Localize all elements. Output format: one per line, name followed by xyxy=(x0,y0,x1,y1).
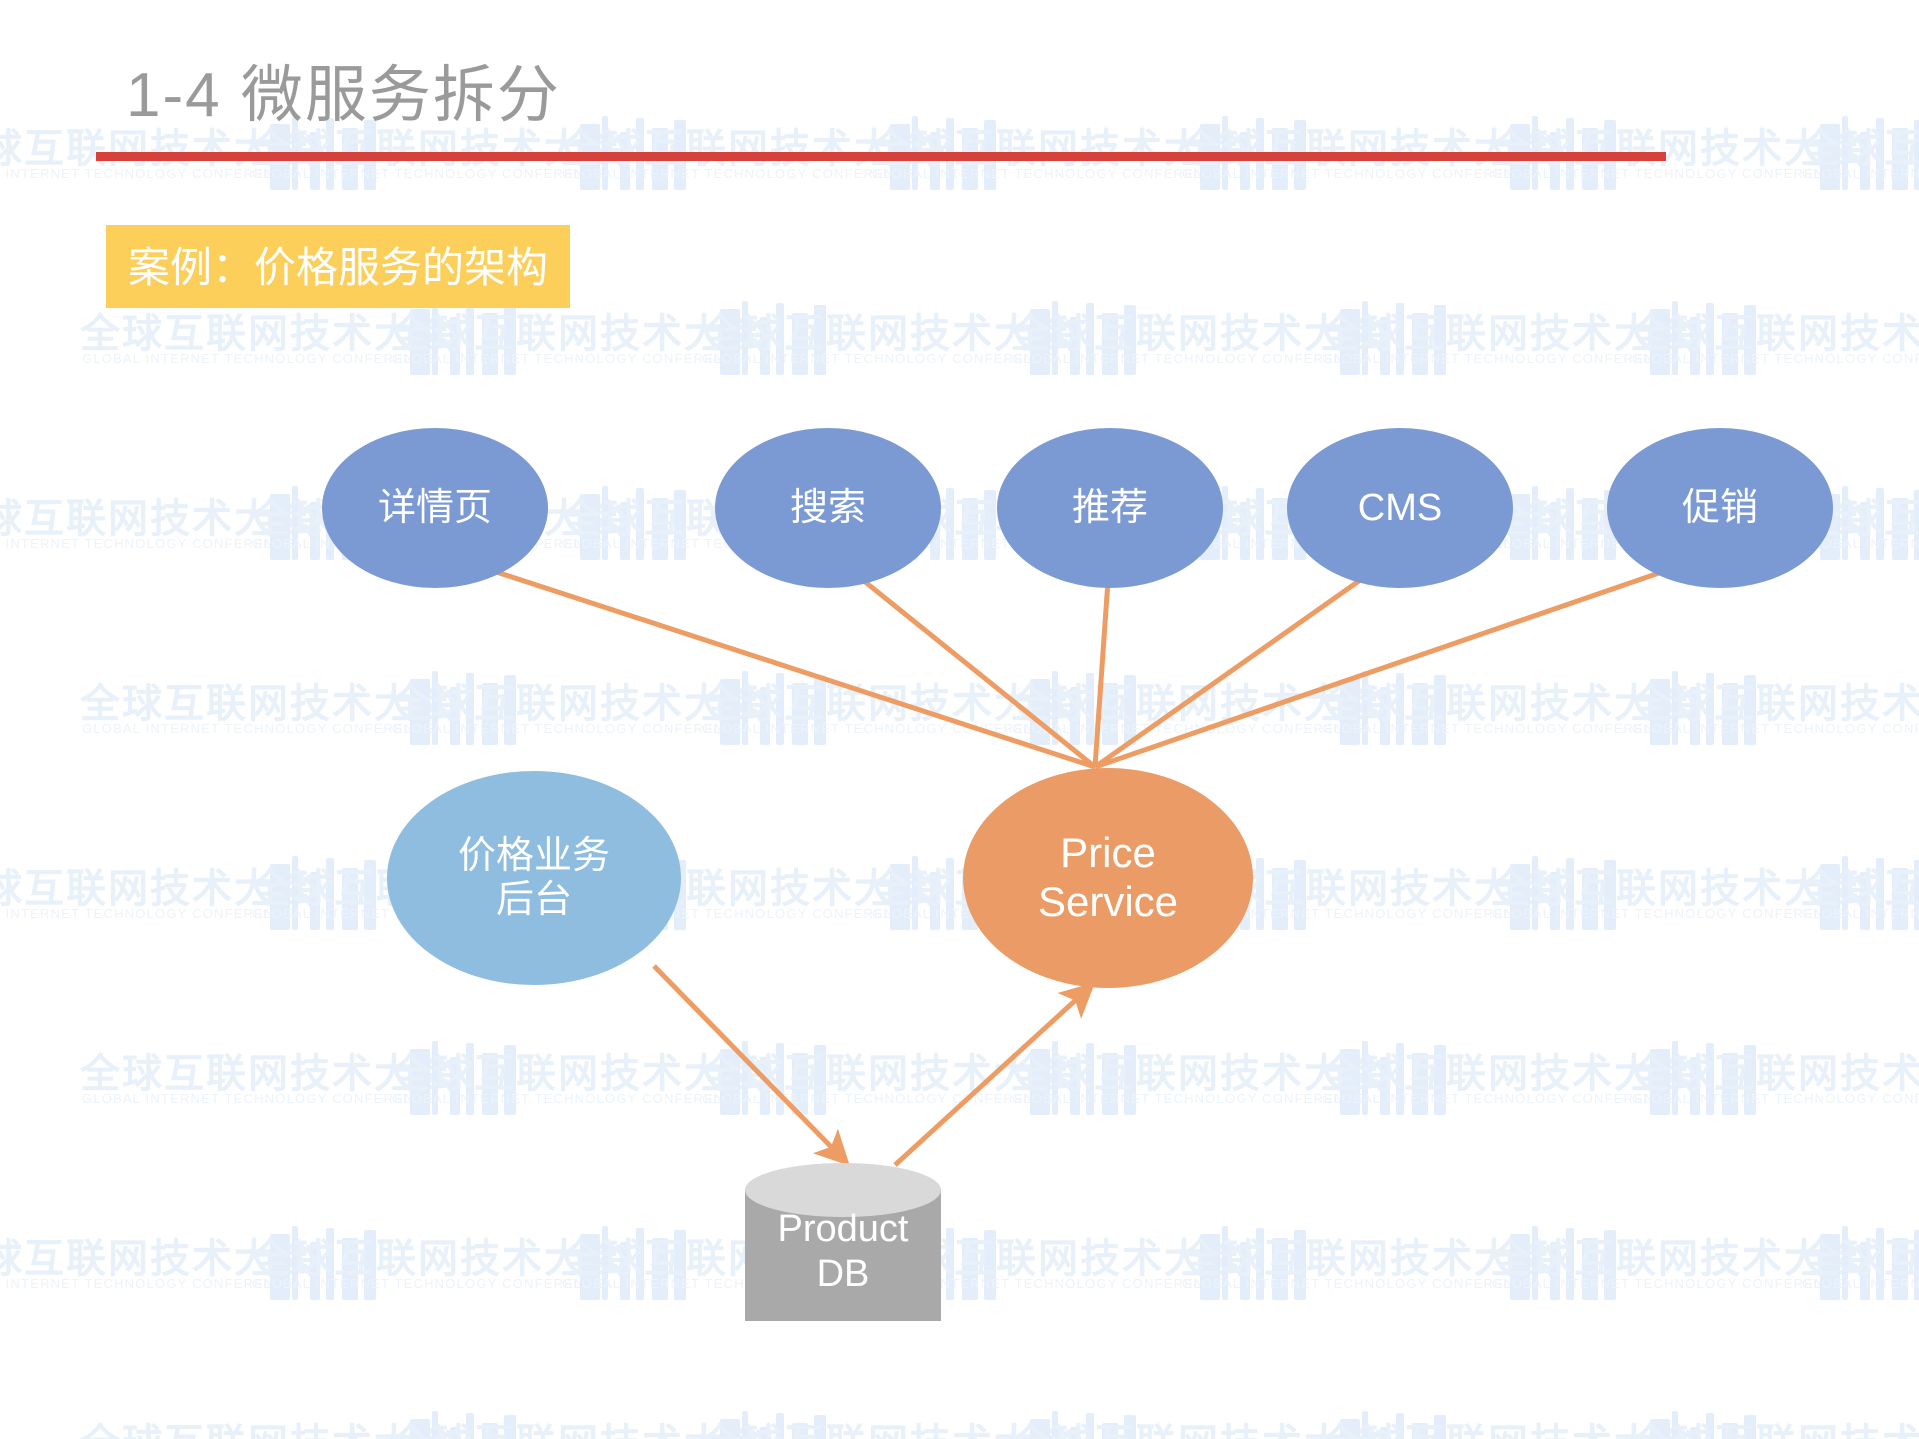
node-label: Product DB xyxy=(745,1207,941,1297)
node-consumer-promotion[interactable]: 促销 xyxy=(1607,428,1833,588)
node-price-service[interactable]: Price Service xyxy=(963,768,1253,988)
node-label-line-2: DB xyxy=(816,1252,870,1295)
node-price-business-backend[interactable]: 价格业务 后台 xyxy=(387,771,681,985)
node-consumer-detail-page[interactable]: 详情页 xyxy=(322,428,548,588)
arrow-backend-to-database xyxy=(652,964,850,1167)
node-consumer-search[interactable]: 搜索 xyxy=(715,428,941,588)
node-consumer-recommendation[interactable]: 推荐 xyxy=(997,428,1223,588)
node-label: 详情页 xyxy=(377,486,492,529)
node-product-database[interactable]: Product DB xyxy=(745,1163,941,1349)
node-label: 促销 xyxy=(1681,486,1758,529)
node-label-line-1: Price xyxy=(1060,829,1156,877)
node-label: 搜索 xyxy=(789,486,866,529)
node-label: 推荐 xyxy=(1071,486,1148,529)
node-label-line-1: 价格业务 xyxy=(457,834,610,877)
arrow-service-to-5 xyxy=(1094,539,1742,770)
arrow-database-to-service xyxy=(893,982,1096,1167)
cylinder-top-ellipse xyxy=(745,1163,941,1217)
arrow-service-to-1 xyxy=(414,539,1096,770)
node-label-line-1: Product xyxy=(777,1208,909,1250)
node-consumer-cms[interactable]: CMS xyxy=(1287,428,1513,588)
page-title: 1-4 微服务拆分 xyxy=(126,61,561,130)
node-label: CMS xyxy=(1357,486,1443,529)
case-subtitle-badge: 案例：价格服务的架构 xyxy=(106,225,571,308)
node-label-line-2: Service xyxy=(1037,878,1179,925)
title-divider-rule xyxy=(96,152,1666,161)
node-label-line-2: 后台 xyxy=(495,879,572,921)
